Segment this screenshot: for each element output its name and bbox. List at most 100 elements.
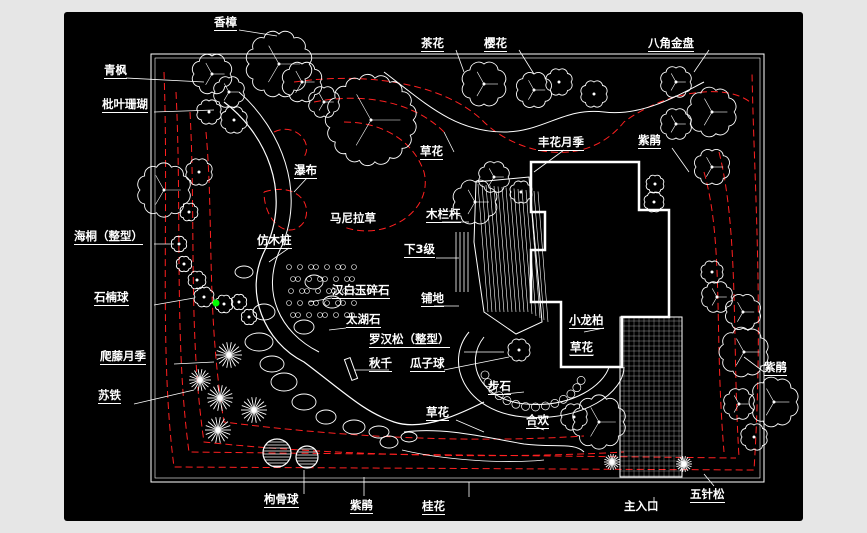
tree-branch [737,302,744,313]
leader-line [328,327,347,331]
cycad-frond [611,454,614,463]
crushed-stone [315,288,321,294]
tree-symbol [572,394,626,450]
tree-branch [223,91,230,101]
cycad-frond [217,385,221,399]
cycad-frond [191,372,201,381]
contour-line [175,91,737,459]
tree-center [752,435,756,439]
cycad-frond [222,354,230,367]
tree-symbol [281,61,323,103]
cad-drawing-canvas[interactable]: 香樟 青枫 枇叶珊瑚 海桐（整型） 石楠球 爬藤月季 苏铁 枸骨球 紫鹃 桂花 … [64,12,803,521]
tree-symbol [725,294,761,330]
label-xiasanji: 下3级 [404,242,436,258]
tree-center [197,170,201,174]
cycad-frond [228,342,232,356]
stepping-stone [566,389,576,399]
cycad-frond [677,458,685,465]
tree-branch [706,166,713,177]
label-luohansong: 罗汉松（整型） [369,332,450,348]
cycad-frond [218,354,230,364]
tree-center [572,415,576,419]
label-fangmuzhuang: 仿木桩 [257,233,292,249]
tree-branch [733,403,740,413]
leader-line [671,147,690,173]
tree-branch [766,388,775,403]
cycad-frond [217,429,225,442]
cycad-frond [219,386,227,399]
crushed-stone [286,300,292,306]
stream-edge [223,101,485,426]
cycad-frond [217,429,231,435]
taihu-rock [259,355,285,373]
leader-line [268,247,290,263]
crushed-stone [295,312,301,318]
crushed-stone [333,312,339,318]
cycad-frond [219,397,233,403]
leader-line [153,297,195,306]
tree-center [187,210,191,214]
tree-branch [467,201,476,215]
stepping-stone [494,391,504,401]
tree-branch [733,395,740,405]
label-xiangzhang: 香樟 [214,15,237,31]
tree-branch [155,175,165,191]
cycad-frond [253,397,257,411]
cycad-frond [207,429,219,439]
tree-center [195,278,199,282]
cycad-frond [207,397,221,403]
tree-branch [295,70,303,83]
cycad-frond [676,460,685,465]
tree-branch [467,189,476,203]
tree-symbol [196,99,222,125]
tree-symbol [507,338,531,362]
cycad-frond [219,393,233,399]
label-bushi: 步石 [488,379,511,395]
label-pudi: 铺地 [421,291,444,307]
taihu-rock [368,425,390,439]
cycad-frond [251,397,255,411]
taihu-rock [315,409,337,425]
contour-line [163,71,759,471]
crushed-stone [349,276,355,282]
cycad-frond [253,409,265,419]
cycad-frond [228,343,236,356]
tree-center [710,270,714,274]
stepping-stone [572,383,582,392]
contour-lines [163,71,759,471]
tree-symbol [245,30,313,98]
cycad-frond [219,397,227,410]
tree-branch [476,83,485,97]
crushed-stone [351,264,357,270]
tree-symbol [452,179,498,225]
cycad-frond [217,417,221,431]
house-footprint [529,160,671,369]
cycad-frond [228,354,236,367]
tree-branch [711,288,718,298]
tree-branch [295,81,303,94]
tree-branch [670,73,677,83]
outlines [150,53,765,483]
cycad-frond [216,354,230,360]
stepping-stone [541,401,550,411]
label-yinghua: 樱花 [484,36,507,52]
leader-line [443,131,455,153]
deck-plank [517,188,529,313]
cycad-frond [683,458,691,465]
cycad-frond [228,354,242,360]
crushed-stone [340,300,346,306]
cycad-frond [219,397,231,407]
cycad-frond [247,409,255,422]
leader-line [308,297,333,303]
taihu-rock [244,332,274,352]
north-bed-edge [383,71,705,133]
leader-line [153,109,215,113]
cycad-frond [199,372,209,381]
deck-plank [493,185,505,313]
cycad-frond [253,409,261,422]
crushed-stone [290,276,296,282]
cycad-frond [217,397,221,411]
label-wuzhensong: 五针松 [690,487,725,503]
deck-plank [489,185,501,313]
cycad-frond [228,350,242,356]
